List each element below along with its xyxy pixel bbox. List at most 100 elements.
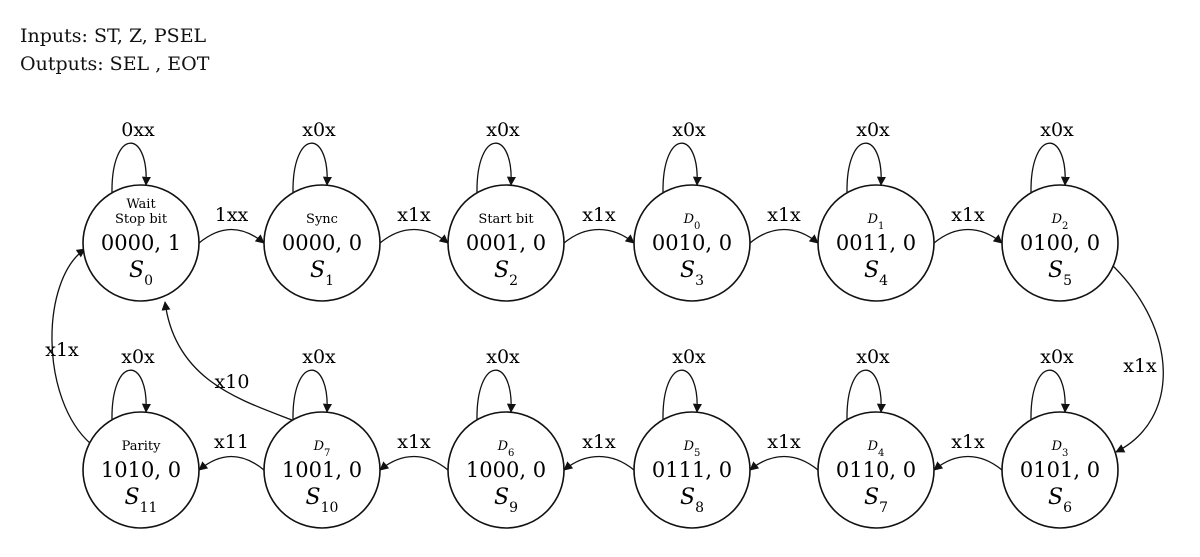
state-code: 0000, 0 bbox=[282, 231, 362, 255]
transition-label: x1x bbox=[582, 431, 616, 453]
transition-label: 1xx bbox=[215, 204, 249, 226]
self-loop-label: x0x bbox=[672, 346, 706, 368]
state-s1: Sync 0000, 0 S1 bbox=[263, 184, 381, 302]
outputs-line: Outputs: SEL , EOT bbox=[20, 53, 210, 75]
edges-layer bbox=[51, 142, 1164, 471]
io-legend: Inputs: ST, Z, PSEL Outputs: SEL , EOT bbox=[20, 22, 209, 78]
self-loop-arrow bbox=[662, 369, 702, 421]
transition-arrow bbox=[749, 229, 819, 244]
state-code: 0100, 0 bbox=[1020, 231, 1100, 255]
state-symbol: S0 bbox=[129, 258, 153, 289]
self-loop-label: x0x bbox=[672, 119, 706, 141]
self-loop-label: x0x bbox=[302, 119, 336, 141]
transition-arrow bbox=[933, 456, 1003, 471]
state-name-line: D5 bbox=[683, 439, 701, 459]
state-code: 0110, 0 bbox=[836, 458, 916, 482]
state-circle bbox=[447, 411, 565, 529]
self-loop-arrow bbox=[292, 142, 332, 194]
state-name-line: Sync bbox=[306, 212, 338, 227]
transition-arrow bbox=[379, 456, 449, 471]
state-s2: Start bit 0001, 0 S2 bbox=[447, 184, 565, 302]
state-code: 0011, 0 bbox=[836, 231, 916, 255]
state-circle bbox=[263, 411, 381, 529]
self-loop-arrow bbox=[846, 369, 886, 421]
state-symbol: S11 bbox=[125, 485, 158, 516]
state-code: 0001, 0 bbox=[466, 231, 546, 255]
state-circle bbox=[817, 184, 935, 302]
transition-label: x1x bbox=[767, 431, 801, 453]
transition-label: x11 bbox=[214, 431, 249, 453]
state-symbol: S2 bbox=[494, 258, 518, 289]
self-loop-label: x0x bbox=[302, 346, 336, 368]
self-loop-arrow bbox=[476, 369, 516, 421]
state-name-line: D2 bbox=[1051, 212, 1069, 232]
state-code: 0000, 1 bbox=[101, 231, 181, 255]
self-loop-arrow bbox=[292, 369, 332, 421]
self-loop-arrow bbox=[476, 142, 516, 194]
transition-label: x1x bbox=[767, 204, 801, 226]
state-s11: Parity 1010, 0 S11 bbox=[82, 411, 200, 529]
transition-label: x1x bbox=[397, 431, 431, 453]
state-name-line: Stop bit bbox=[115, 212, 168, 227]
state-symbol: S10 bbox=[306, 485, 339, 516]
self-loop-arrow bbox=[111, 142, 151, 194]
state-symbol: S9 bbox=[494, 485, 518, 516]
state-symbol: S4 bbox=[864, 258, 888, 289]
state-symbol: S1 bbox=[310, 258, 334, 289]
state-symbol: S8 bbox=[680, 485, 704, 516]
transition-arrow bbox=[198, 456, 265, 471]
transition-arrow bbox=[198, 229, 265, 244]
state-code: 0010, 0 bbox=[652, 231, 732, 255]
inputs-line: Inputs: ST, Z, PSEL bbox=[20, 25, 207, 47]
transition-arrow bbox=[379, 229, 449, 244]
state-circle bbox=[82, 184, 200, 302]
state-name-line: D4 bbox=[867, 439, 885, 459]
self-loop-label: x0x bbox=[486, 346, 520, 368]
state-name-line: D6 bbox=[497, 439, 515, 459]
state-circle bbox=[1001, 411, 1119, 529]
state-name-line: D1 bbox=[867, 212, 885, 232]
state-circle bbox=[82, 411, 200, 529]
state-symbol: S6 bbox=[1048, 485, 1072, 516]
self-loop-label: x0x bbox=[1040, 346, 1074, 368]
self-loop-label: x0x bbox=[856, 346, 890, 368]
transition-label: x1x bbox=[397, 204, 431, 226]
state-circle bbox=[263, 184, 381, 302]
state-name-line: Parity bbox=[122, 439, 162, 454]
transition-arrow bbox=[933, 229, 1003, 244]
state-symbol: S5 bbox=[1048, 258, 1072, 289]
transition-label: x10 bbox=[215, 371, 250, 393]
state-name-line: Start bit bbox=[478, 212, 534, 227]
self-loop-arrow bbox=[111, 369, 151, 421]
transition-label: x1x bbox=[45, 339, 79, 361]
self-loop-arrow bbox=[1030, 142, 1070, 194]
state-name-line: D0 bbox=[683, 212, 701, 232]
self-loop-label: x0x bbox=[121, 346, 155, 368]
transition-label: x1x bbox=[951, 204, 985, 226]
state-code: 1010, 0 bbox=[101, 458, 181, 482]
transition-arrow bbox=[563, 228, 635, 244]
state-circle bbox=[447, 184, 565, 302]
state-circle bbox=[633, 411, 751, 529]
transition-arrow bbox=[749, 456, 819, 471]
self-loop-label: x0x bbox=[856, 119, 890, 141]
state-circle bbox=[817, 411, 935, 529]
state-name-line: D7 bbox=[313, 439, 331, 459]
state-name-line: D3 bbox=[1051, 439, 1069, 459]
transition-label: x1x bbox=[951, 431, 985, 453]
self-loop-label: x0x bbox=[1040, 119, 1074, 141]
state-circle bbox=[633, 184, 751, 302]
state-code: 0101, 0 bbox=[1020, 458, 1100, 482]
transition-arrow bbox=[1109, 262, 1164, 453]
self-loop-arrow bbox=[1030, 369, 1070, 421]
transition-label: x1x bbox=[582, 204, 616, 226]
